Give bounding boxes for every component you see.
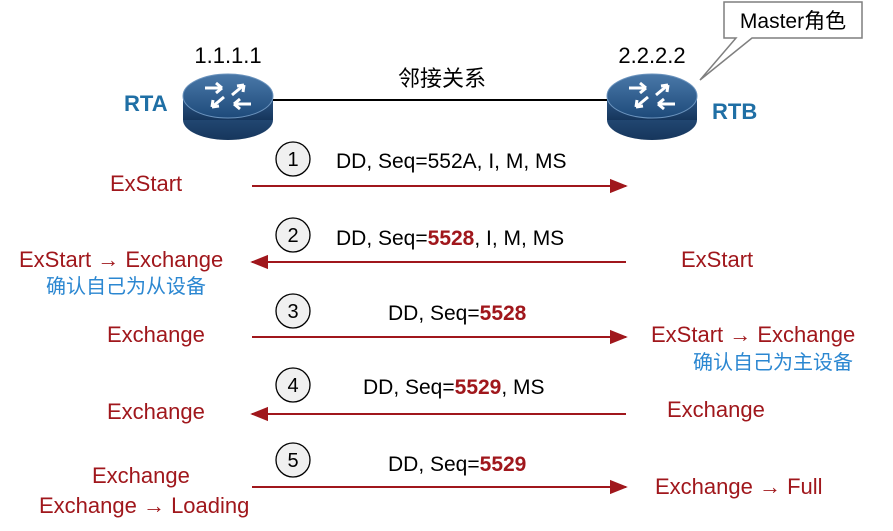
rtb-ip-label: 2.2.2.2 [618,43,685,68]
step-4-message: DD, Seq=5529, MS [363,376,545,399]
rta-state-5b: Exchange → Loading [39,493,249,518]
rta-state-5a: Exchange [92,463,190,488]
step-2-number: 2 [287,225,298,247]
rta-ip-label: 1.1.1.1 [194,43,261,68]
step-4-badge [275,367,311,403]
step-1-badge [275,141,311,177]
rta-state-4: Exchange [107,399,205,424]
step-4-number: 4 [287,375,298,397]
rta-state-1: ExStart [110,171,182,196]
step-2-message: DD, Seq=5528, I, M, MS [336,227,564,250]
rtb-state-2: ExStart [681,247,753,272]
master-callout-text: Master角色 [740,10,846,33]
rtb-state-4: Exchange [667,397,765,422]
step-1-number: 1 [287,149,298,171]
step-2-badge [275,217,311,253]
step-3-number: 3 [287,301,298,323]
router-rta-icon [182,73,274,140]
step-1-message: DD, Seq=552A, I, M, MS [336,150,567,173]
router-rtb-icon [606,73,698,140]
rta-state-2: ExStart → Exchange [19,247,223,272]
rta-name-label: RTA [124,91,168,116]
rta-note-2: 确认自己为从设备 [46,275,206,298]
master-callout-bubble [699,1,863,81]
step-5-number: 5 [287,450,298,472]
step-3-badge [275,293,311,329]
adjacency-label: 邻接关系 [398,66,486,91]
rtb-state-3: ExStart → Exchange [651,322,855,347]
rtb-state-5: Exchange → Full [655,474,823,499]
step-5-message: DD, Seq=5529 [388,453,526,476]
rtb-note-3: 确认自己为主设备 [693,351,853,374]
rtb-name-label: RTB [712,99,757,124]
rta-state-3: Exchange [107,322,205,347]
step-5-badge [275,442,311,478]
step-3-message: DD, Seq=5528 [388,302,527,325]
